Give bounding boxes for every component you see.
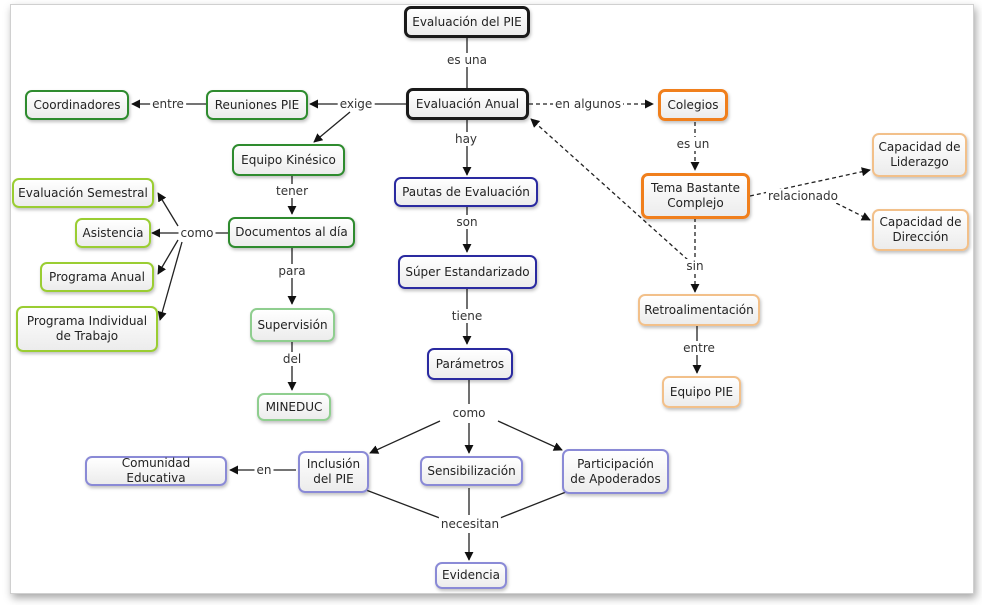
edge-como-participacion — [497, 420, 563, 451]
node-equipo-kinesico[interactable]: Equipo Kinésico — [232, 144, 345, 176]
node-mineduc[interactable]: MINEDUC — [257, 393, 331, 421]
node-tema-bastante-complejo[interactable]: Tema Bastante Complejo — [641, 173, 750, 219]
edge-como-programa-anual — [157, 239, 179, 275]
node-documentos-al-dia[interactable]: Documentos al día — [228, 217, 355, 248]
node-evidencia[interactable]: Evidencia — [435, 562, 507, 589]
edge-como-inclusion — [369, 420, 441, 454]
link-para: para — [276, 264, 308, 278]
link-relacionado: relacionado — [766, 189, 840, 203]
edge-necesitan-inclusion — [365, 489, 446, 521]
link-del: del — [280, 352, 304, 366]
link-tiene: tiene — [449, 309, 485, 323]
node-capacidad-direccion[interactable]: Capacidad de Dirección — [872, 209, 969, 251]
node-coordinadores[interactable]: Coordinadores — [25, 90, 129, 120]
link-en: en — [254, 463, 274, 477]
link-exige: exige — [337, 97, 375, 111]
link-entre-equipo: entre — [681, 341, 717, 355]
link-es-una: es una — [444, 53, 490, 67]
node-evaluacion-anual[interactable]: Evaluación Anual — [406, 88, 529, 120]
edge-relacionado-direccion — [829, 199, 871, 221]
node-equipo-pie[interactable]: Equipo PIE — [662, 376, 741, 408]
link-necesitan: necesitan — [438, 517, 502, 531]
node-retroalimentacion[interactable]: Retroalimentación — [638, 294, 760, 326]
link-tener: tener — [273, 184, 311, 198]
node-programa-anual[interactable]: Programa Anual — [40, 262, 154, 292]
link-hay: hay — [452, 132, 480, 146]
node-pautas-evaluacion[interactable]: Pautas de Evaluación — [394, 177, 538, 207]
node-parametros[interactable]: Parámetros — [427, 348, 513, 380]
node-evaluacion-semestral[interactable]: Evaluación Semestral — [12, 178, 154, 208]
edge-exige-kinesico — [313, 111, 351, 143]
node-participacion-apoderados[interactable]: Participación de Apoderados — [562, 449, 669, 494]
node-sensibilizacion[interactable]: Sensibilización — [420, 456, 523, 486]
node-colegios[interactable]: Colegios — [658, 89, 728, 121]
link-entre-coordinadores: entre — [150, 97, 186, 111]
link-como-parametros: como — [450, 406, 488, 420]
edge-necesitan-participacion — [494, 491, 567, 521]
node-capacidad-liderazgo[interactable]: Capacidad de Liderazgo — [872, 133, 967, 177]
node-reuniones-pie[interactable]: Reuniones PIE — [206, 90, 308, 120]
node-asistencia[interactable]: Asistencia — [75, 218, 151, 248]
edge-como-semestral — [157, 192, 179, 227]
node-evaluacion-pie[interactable]: Evaluación del PIE — [404, 6, 530, 38]
edge-como-programa-individual — [157, 241, 183, 321]
link-son: son — [454, 215, 480, 229]
node-super-estandarizado[interactable]: Súper Estandarizado — [398, 255, 537, 289]
link-en-algunos: en algunos — [553, 97, 623, 111]
node-inclusion-pie[interactable]: Inclusión del PIE — [298, 451, 369, 493]
link-es-un: es un — [674, 137, 712, 151]
node-supervision[interactable]: Supervisión — [250, 308, 335, 342]
node-comunidad-educativa[interactable]: Comunidad Educativa — [85, 456, 227, 486]
edge-sin-anual — [530, 118, 689, 261]
link-como-left: como — [178, 226, 216, 240]
node-programa-individual[interactable]: Programa Individual de Trabajo — [16, 306, 158, 352]
link-sin: sin — [684, 259, 706, 273]
